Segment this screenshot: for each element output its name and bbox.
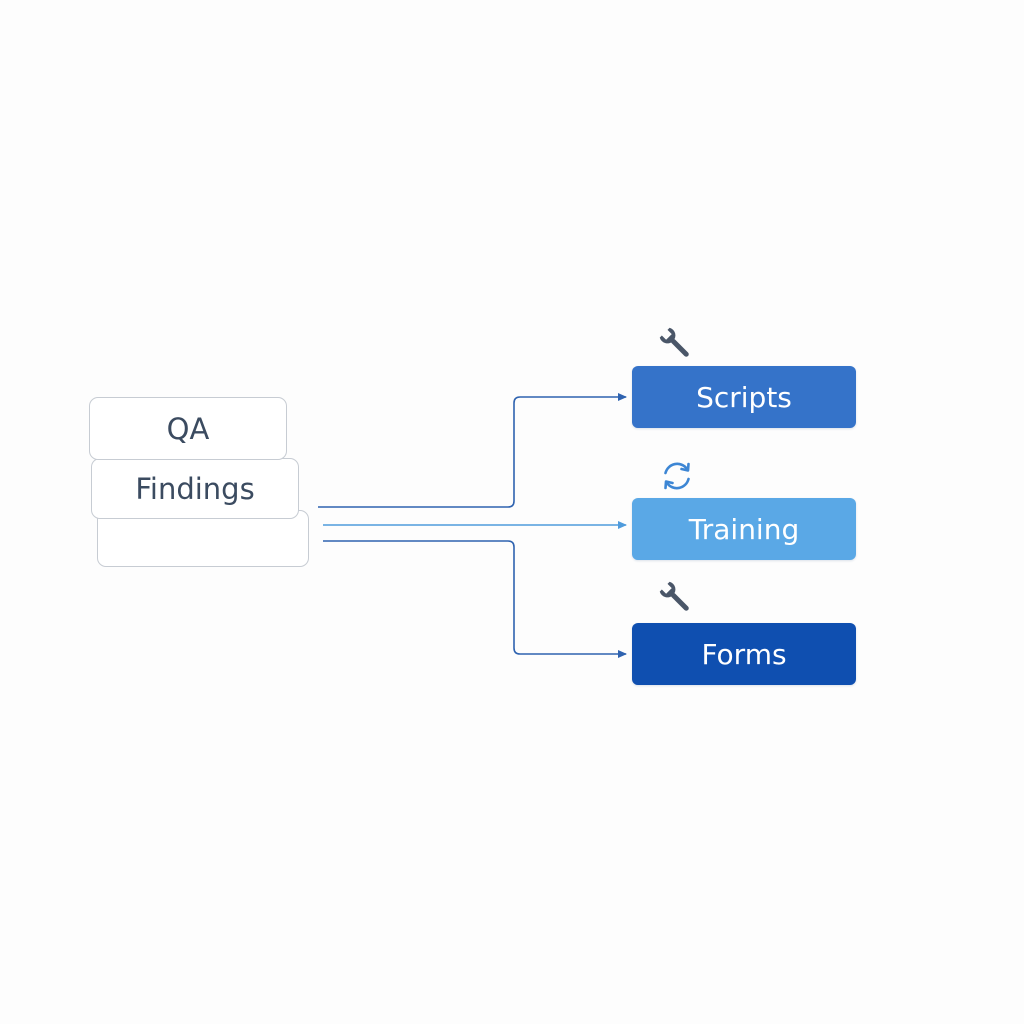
source-card-findings-label: Findings [135,471,255,506]
target-box-scripts: Scripts [632,366,856,428]
target-box-forms: Forms [632,623,856,685]
connector-to-scripts [318,393,627,508]
target-box-forms-label: Forms [701,637,787,671]
source-card-findings: Findings [91,458,299,519]
connector-to-forms [323,540,627,658]
source-card-qa: QA [89,397,287,460]
target-box-training: Training [632,498,856,560]
target-box-training-label: Training [688,512,800,546]
source-card-back [97,510,309,567]
target-box-scripts-label: Scripts [696,380,792,414]
wrench-icon [656,578,696,618]
refresh-icon [657,456,697,496]
source-card-qa-label: QA [166,411,210,446]
wrench-icon [656,324,696,364]
